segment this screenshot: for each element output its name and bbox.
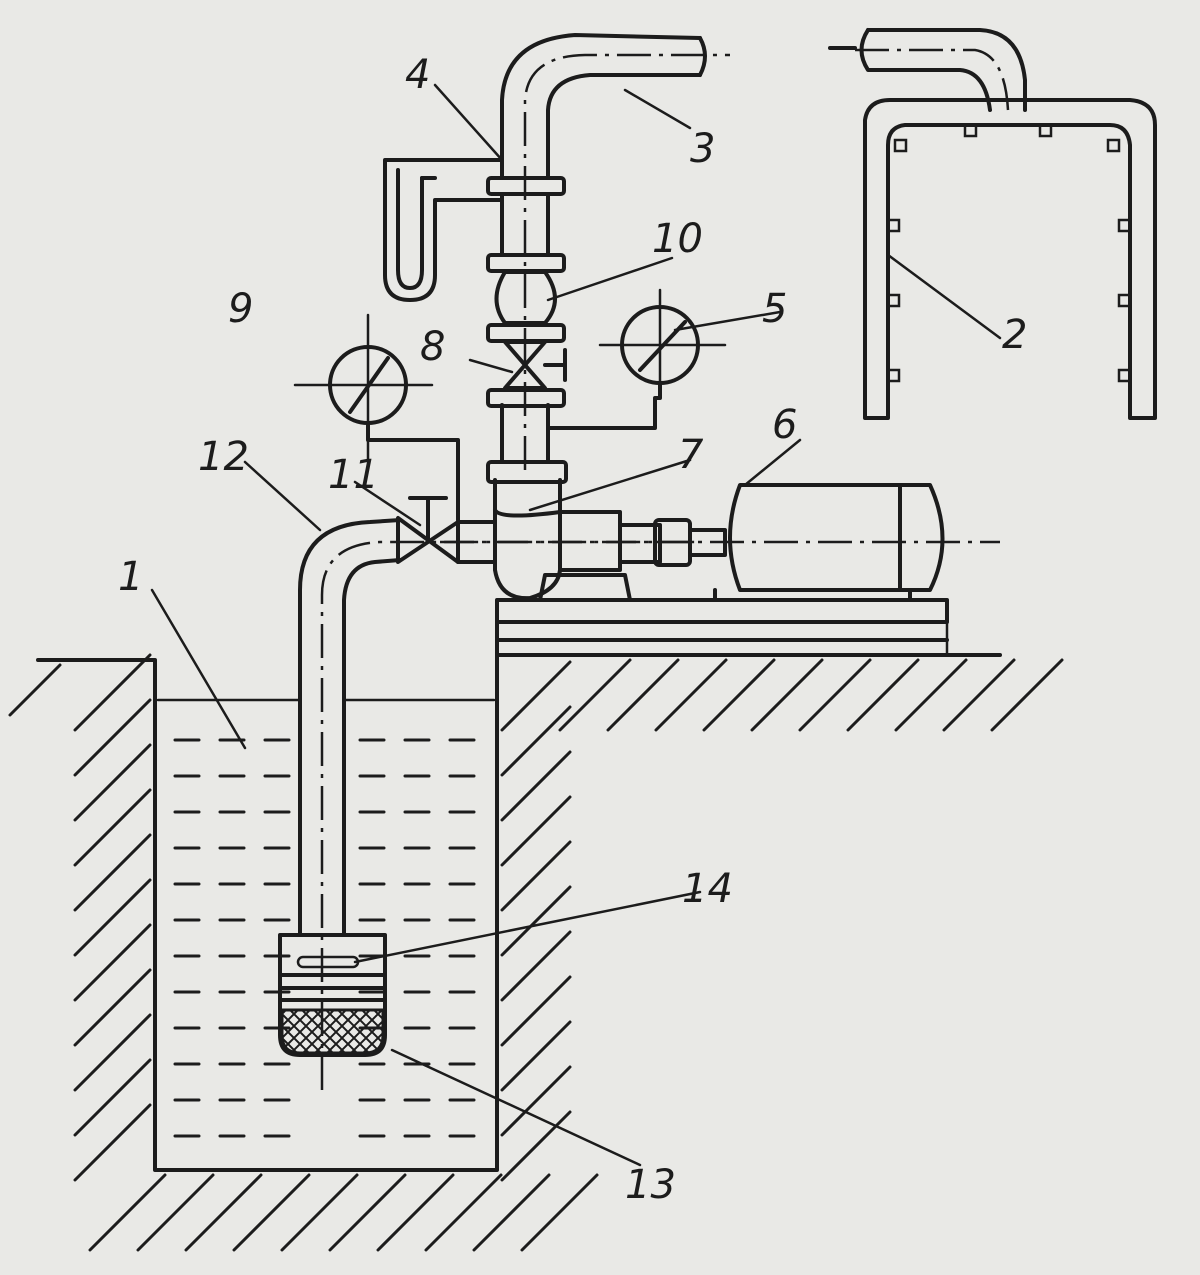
- flume-rivet: [886, 293, 901, 308]
- pump: [486, 460, 727, 602]
- hatch-line: [328, 1173, 407, 1252]
- hatch-line: [500, 750, 572, 822]
- hatch-line: [606, 658, 680, 732]
- ground-hatch-bottom: [88, 1173, 599, 1252]
- label-12-suction-pipe: 12: [198, 434, 249, 480]
- label-4-manometer: 4: [405, 52, 430, 98]
- hatch-line: [88, 1173, 167, 1252]
- hatch-line: [500, 930, 572, 1002]
- flume-rivet: [963, 123, 978, 138]
- label-10-flow-meter: 10: [652, 216, 703, 262]
- label-14-foot-valve: 14: [682, 866, 733, 912]
- hatch-line: [500, 1065, 572, 1137]
- hatch-line: [500, 840, 572, 912]
- vacuum-gauge: [293, 313, 460, 522]
- label-13-strainer: 13: [625, 1162, 676, 1208]
- suction-pipe: [298, 518, 700, 1090]
- flume-rivet: [1038, 123, 1053, 138]
- flume-rivet: [1106, 138, 1121, 153]
- hatch-line: [73, 923, 152, 1002]
- flume-rivet: [893, 138, 908, 153]
- hatch-line: [232, 1173, 311, 1252]
- hatch-line: [500, 705, 572, 777]
- flume-rivet: [1117, 218, 1132, 233]
- label-11-suction-valve: 11: [328, 452, 379, 498]
- hatch-line: [750, 658, 824, 732]
- flume-rivet: [1117, 368, 1132, 383]
- hatch-line: [798, 658, 872, 732]
- discharge-pipe-and-flume: [828, 28, 1157, 420]
- flume-rivet: [886, 218, 901, 233]
- discharge-column: [486, 33, 730, 470]
- hatch-line: [500, 1020, 572, 1092]
- hatch-line: [136, 1173, 215, 1252]
- ground-hatch-right: [500, 658, 1064, 1182]
- water-reservoir: [156, 698, 496, 1138]
- hatch-line: [942, 658, 1016, 732]
- hatch-line: [558, 658, 632, 732]
- strainer-foot-valve: [278, 933, 387, 1057]
- suction-valve: [396, 496, 497, 564]
- label-5-pressure-gauge: 5: [762, 286, 787, 332]
- hatch-line: [73, 878, 152, 957]
- flume-rivets: [886, 123, 1132, 383]
- flume-rivet: [886, 368, 901, 383]
- hatch-line: [702, 658, 776, 732]
- label-7-pump: 7: [678, 432, 704, 478]
- hatch-line: [73, 833, 152, 912]
- leader-lines: [150, 83, 1002, 1167]
- hatch-line: [73, 653, 152, 732]
- hatch-line: [472, 1173, 551, 1252]
- hatch-line: [894, 658, 968, 732]
- ground-and-sump: [8, 608, 1064, 1252]
- hatch-line: [990, 658, 1064, 732]
- hatch-line: [520, 1173, 599, 1252]
- hatch-line: [184, 1173, 263, 1252]
- flume-rivet: [1117, 293, 1132, 308]
- pressure-gauge: [546, 288, 727, 430]
- callout-labels: 1 2 3 4 5 6 7 8 9 10 11 12 13 14: [118, 52, 1027, 1208]
- hatch-line: [73, 698, 152, 777]
- hatch-line: [424, 1173, 503, 1252]
- hatch-line: [73, 1103, 152, 1182]
- hatch-line: [73, 743, 152, 822]
- label-2-flume: 2: [1002, 312, 1027, 358]
- hatch-line: [376, 1173, 455, 1252]
- hatch-line: [73, 968, 152, 1047]
- hatch-line: [654, 658, 728, 732]
- ground-hatch-left: [8, 653, 152, 1182]
- u-tube-manometer: [383, 158, 502, 302]
- hatch-line: [73, 788, 152, 867]
- hatch-line: [73, 1013, 152, 1092]
- water-surface-dashes: [173, 738, 476, 1138]
- label-9-vacuum-gauge: 9: [228, 286, 253, 332]
- label-8-gate-valve: 8: [420, 324, 445, 370]
- base-plate: [495, 598, 949, 657]
- label-6-motor: 6: [772, 402, 797, 448]
- hatch-line: [280, 1173, 359, 1252]
- hatch-line: [500, 795, 572, 867]
- hatch-line: [73, 1058, 152, 1137]
- hatch-line: [500, 885, 572, 957]
- hatch-line: [500, 660, 572, 732]
- label-1-sump: 1: [118, 554, 143, 600]
- hatch-line: [846, 658, 920, 732]
- hatch-line: [500, 1110, 572, 1182]
- hatch-line: [8, 663, 62, 717]
- label-3-discharge-pipe: 3: [690, 126, 715, 172]
- hatch-line: [500, 975, 572, 1047]
- electric-motor: [713, 483, 945, 602]
